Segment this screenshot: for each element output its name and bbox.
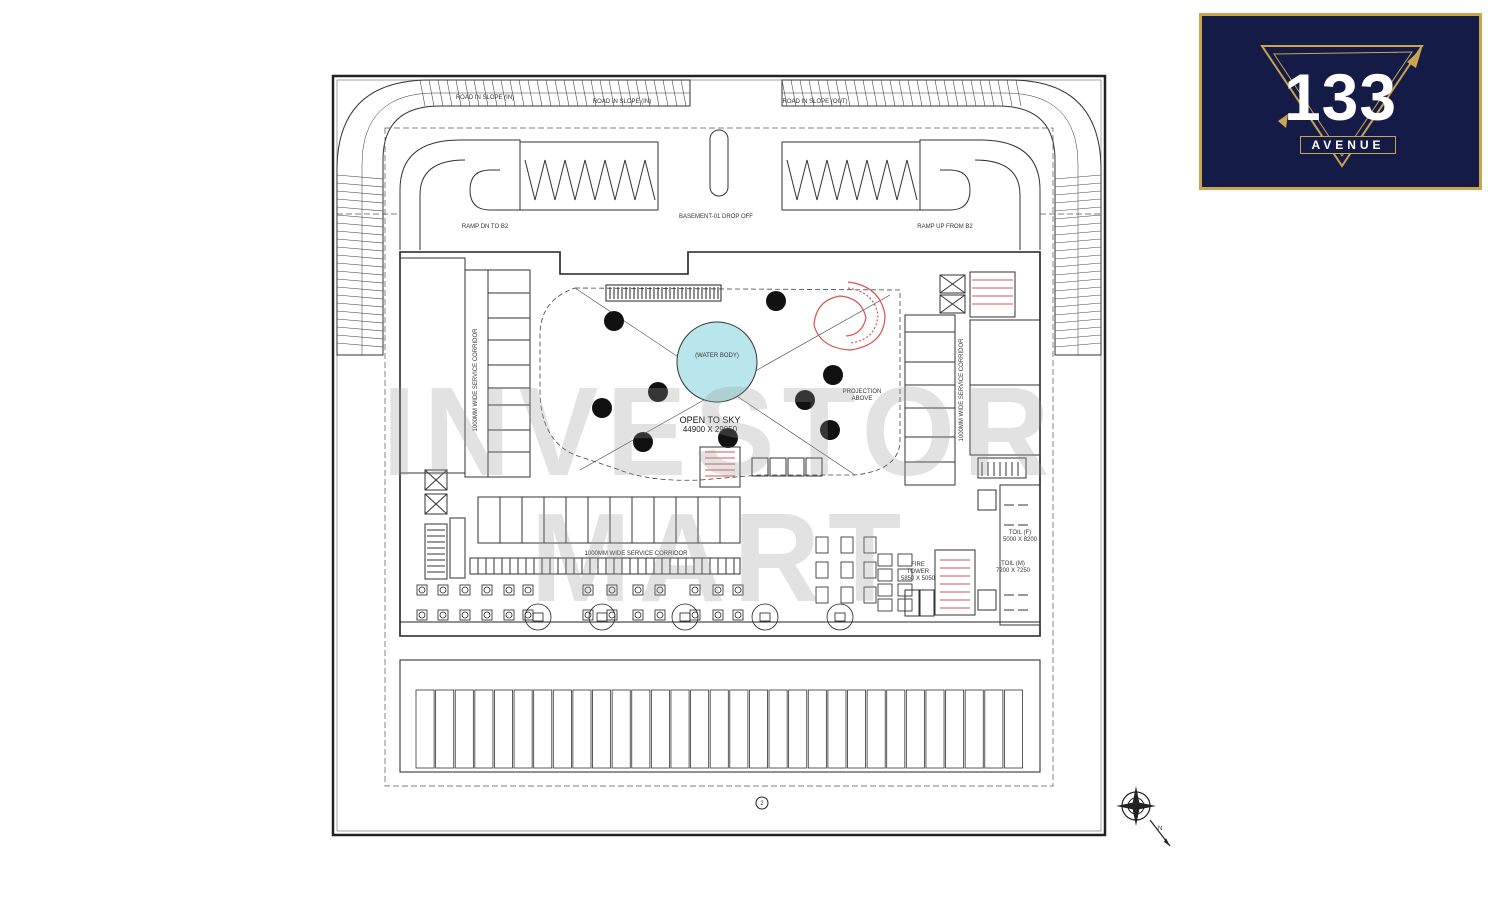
water-body-label: (WATER BODY): [695, 353, 739, 359]
setback-line: [384, 127, 1054, 787]
open-to-sky-dims: 44900 X 29050: [683, 425, 738, 434]
ramp-hatch-right: [781, 79, 1102, 348]
building-envelope: [399, 251, 1041, 637]
left-core: [424, 469, 466, 580]
drop-off-label: BASEMENT-01 DROP OFF: [679, 214, 753, 220]
right-top-core: [939, 271, 1016, 318]
south-shop-row: [469, 496, 741, 575]
logo-number: 133: [1283, 60, 1398, 134]
left-units: [399, 257, 531, 478]
ramp-hatch-left: [336, 79, 687, 348]
drop-off-bays-right: [781, 141, 921, 211]
spiral-staircase: [813, 281, 886, 351]
spiral-ramp-right: [919, 139, 1041, 250]
ramp-label-left: RAMP DN TO B2: [462, 224, 509, 230]
north-marker: 2: [755, 796, 769, 810]
toilet-f-label: TOIL (F): [1009, 530, 1031, 536]
brand-logo: 133 AVENUE: [1199, 13, 1482, 190]
drop-off-island: [709, 129, 729, 197]
corridor-right-label: 1000MM WIDE SERVICE CORRIDOR: [959, 338, 965, 442]
water-body: [676, 321, 758, 403]
logo-word: AVENUE: [1300, 136, 1396, 154]
tree-icons: [592, 291, 843, 452]
road-label-1: ROAD IN SLOPE (IN): [456, 95, 514, 101]
road-ramp-left: [336, 79, 691, 356]
seating-area: [416, 536, 877, 621]
road-label-3: ROAD IN SLOPE (OUT): [782, 99, 847, 105]
fire-tower-dims: 5850 X 5050: [901, 576, 936, 582]
spiral-ramp-left: [399, 139, 521, 250]
booth-row: [524, 553, 913, 631]
storefront-units: [415, 689, 1023, 769]
right-units: [904, 314, 1041, 486]
toilet-blocks: [977, 484, 1041, 626]
site-boundary: [331, 74, 1107, 837]
bottom-strip: [399, 659, 1041, 773]
right-mid-core: [977, 457, 1027, 479]
logo-triangle-icon: [1260, 45, 1424, 168]
open-to-sky-label: OPEN TO SKY: [680, 415, 741, 425]
compass-icon: N: [1116, 786, 1171, 847]
drop-off-bays-left: [519, 141, 659, 211]
projection-label-2: ABOVE: [852, 396, 873, 402]
ramp-label-right: RAMP UP FROM B2: [917, 224, 973, 230]
fire-tower: [904, 549, 976, 617]
lift-lobby: [699, 446, 823, 488]
road-ramp-right: [781, 79, 1102, 356]
north-label: N: [1158, 826, 1162, 832]
toilet-m-dims: 7200 X 7250: [996, 568, 1031, 574]
corridor-left-label: 1000MM WIDE SERVICE CORRIDOR: [473, 328, 479, 432]
toilet-m-label: TOIL (M): [1001, 561, 1025, 567]
escalator: [605, 284, 722, 302]
corridor-bottom-label: 1000MM WIDE SERVICE CORRIDOR: [585, 551, 689, 557]
fire-tower-label-1: FIRE: [911, 562, 925, 568]
road-label-2: ROAD IN SLOPE (IN): [593, 99, 651, 105]
projection-label-1: PROJECTION: [843, 389, 882, 395]
toilet-f-dims: 5000 X 8200: [1003, 537, 1038, 543]
svg-text:2: 2: [760, 801, 764, 807]
fire-tower-label-2: TOWER: [907, 569, 930, 575]
